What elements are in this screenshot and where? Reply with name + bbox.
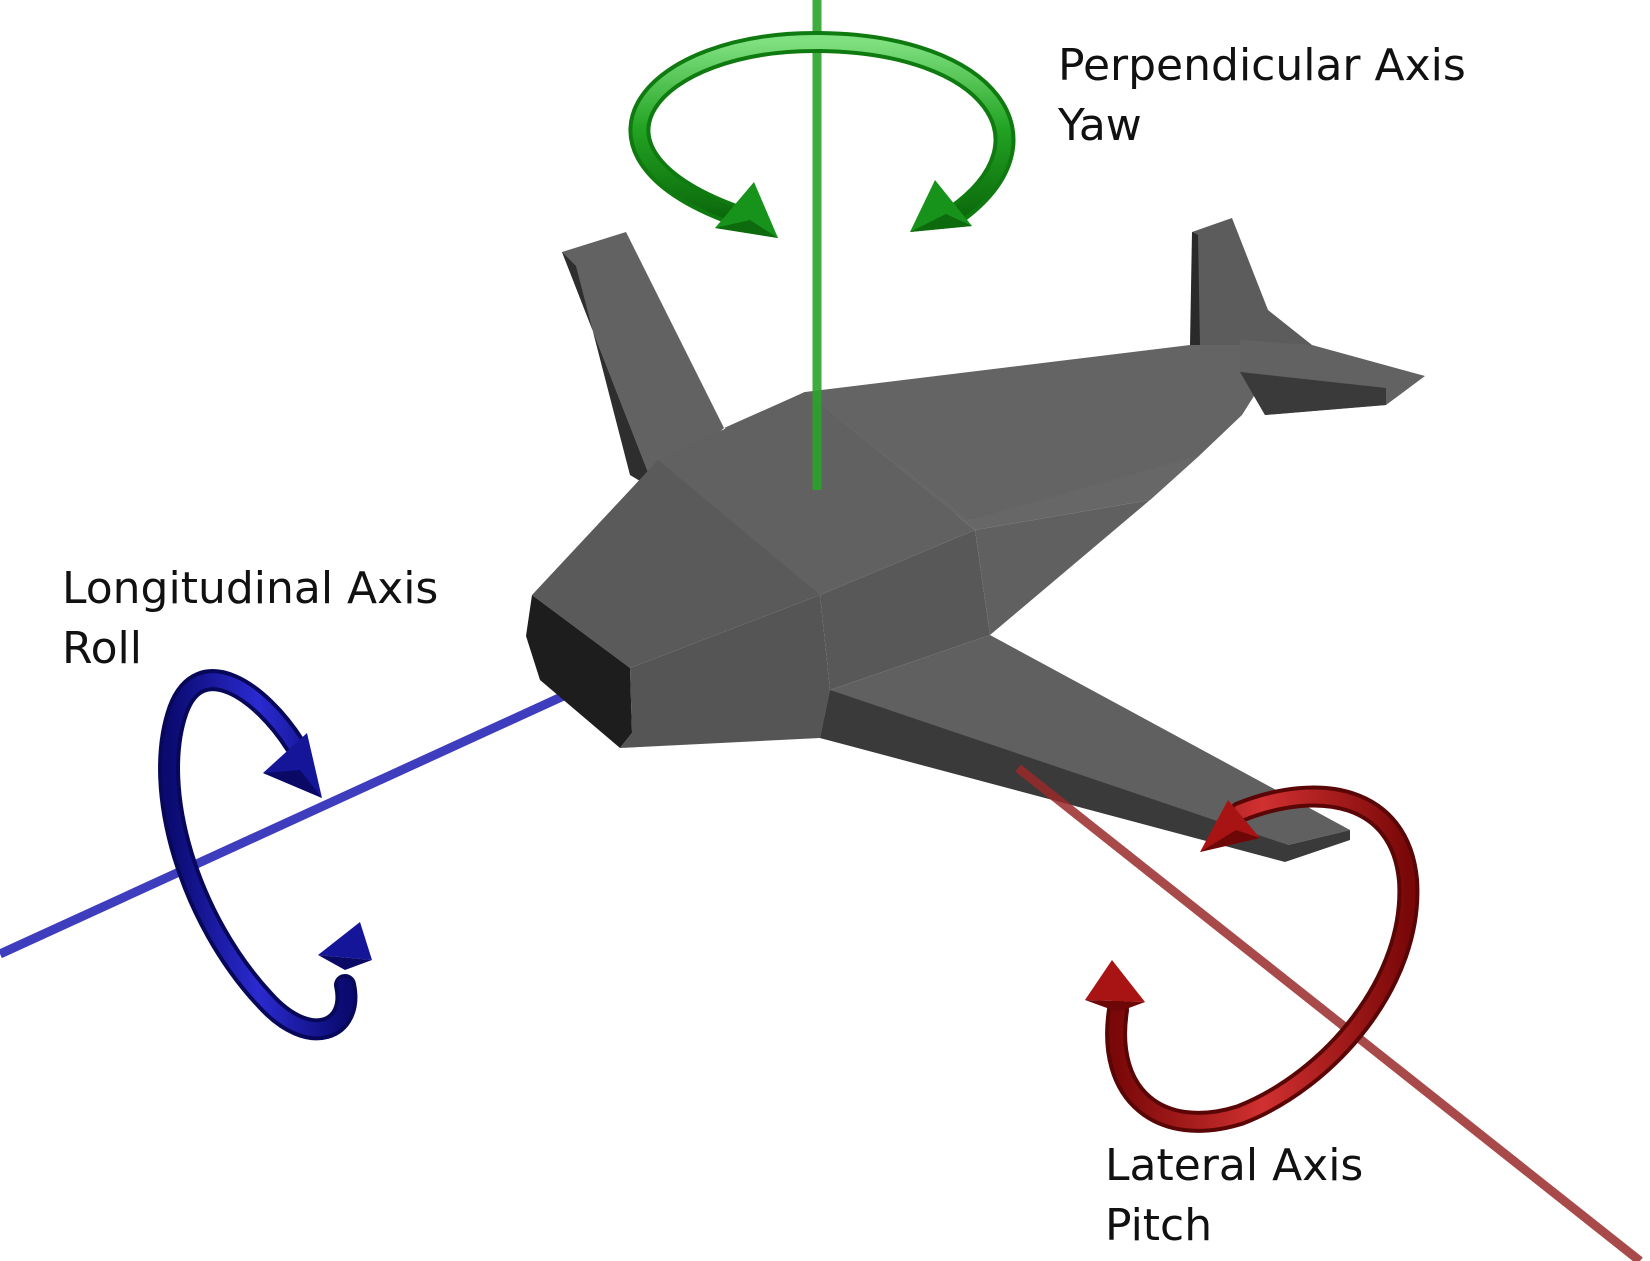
roll-motion-name: Roll (62, 623, 142, 674)
lateral-axis-line (1015, 764, 1643, 1261)
pitch-label: Lateral Axis Pitch (1105, 1140, 1363, 1251)
airplane (526, 218, 1425, 862)
pitch-rotation-arrow (1085, 785, 1420, 1133)
yaw-motion-name: Yaw (1057, 100, 1142, 151)
roll-rotation-arrow (158, 669, 372, 1041)
pitch-axis-name: Lateral Axis (1105, 1140, 1363, 1191)
pitch-motion-name: Pitch (1105, 1200, 1212, 1251)
yaw-axis-name: Perpendicular Axis (1058, 40, 1466, 91)
roll-axis-name: Longitudinal Axis (62, 563, 438, 614)
yaw-label: Perpendicular Axis Yaw (1057, 40, 1466, 151)
roll-label: Longitudinal Axis Roll (62, 563, 438, 674)
longitudinal-axis-line (0, 688, 572, 959)
yaw-rotation-arrow (628, 30, 1016, 238)
